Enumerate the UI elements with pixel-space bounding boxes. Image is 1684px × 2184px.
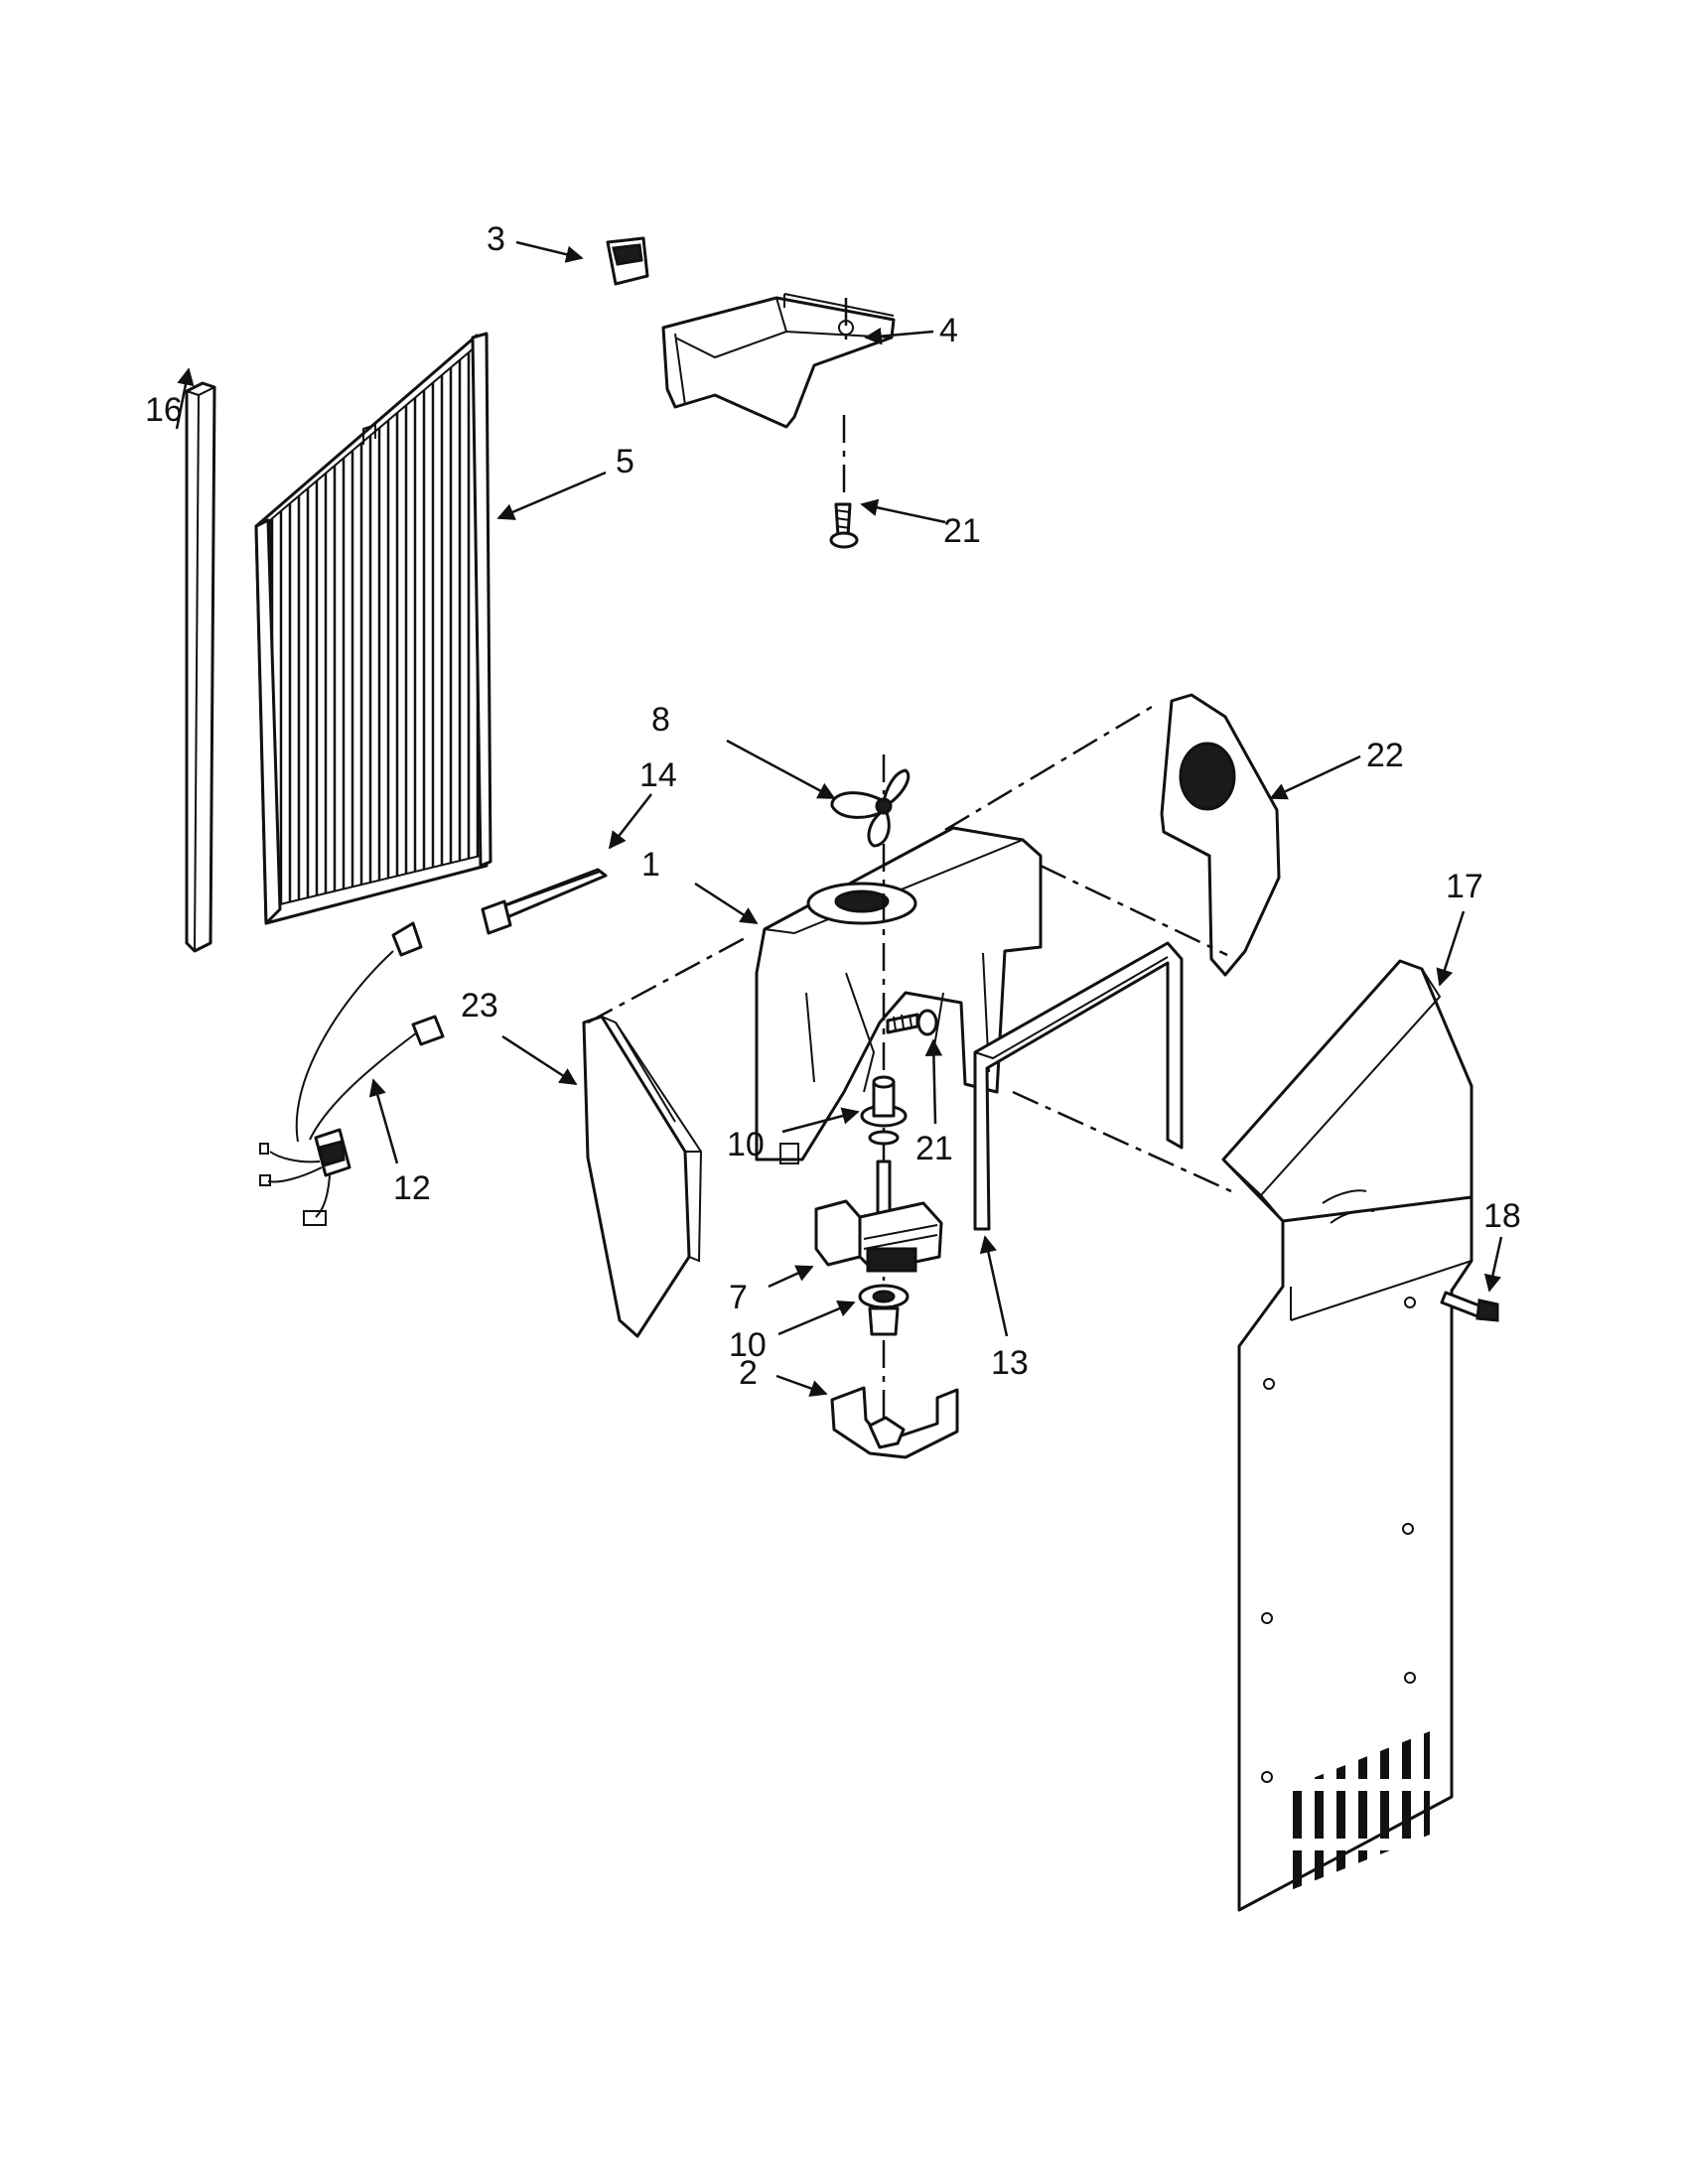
- callout-14: 14: [639, 756, 677, 794]
- part-5-condenser: [254, 332, 492, 925]
- callout-23: 23: [461, 987, 498, 1024]
- part-3-clip: [606, 236, 649, 286]
- part-23-baffle-left: [582, 1015, 703, 1338]
- part-2-motor-bracket: [830, 1386, 959, 1459]
- callout-12: 12: [393, 1169, 431, 1207]
- callout-22: 22: [1366, 737, 1404, 774]
- part-7-motor: [814, 1160, 943, 1273]
- callout-1: 1: [641, 846, 660, 884]
- assembly-lines: [587, 705, 1232, 1193]
- callout-8: 8: [651, 701, 670, 739]
- part-18-screw: [1440, 1291, 1499, 1322]
- callout-3: 3: [487, 220, 505, 258]
- part-16-strip: [185, 381, 216, 953]
- part-14-wire-tie: [481, 868, 608, 935]
- part-4-bracket: [661, 293, 896, 429]
- callout-18: 18: [1483, 1197, 1521, 1235]
- part-21-screw-top: [829, 502, 859, 549]
- part-22-baffle-right: [1160, 693, 1281, 977]
- part-10-grommet-upper: [860, 1075, 908, 1146]
- part-10-grommet-lower: [858, 1284, 910, 1336]
- callout-7: 7: [729, 1279, 748, 1316]
- callout-labels: 3 4 5 21 16 8 14 1 22 17 23 12 21 10 13 …: [145, 220, 1521, 1392]
- callout-2: 2: [739, 1354, 758, 1392]
- callout-21-middle: 21: [915, 1130, 953, 1167]
- part-17-rear-panel: [1221, 959, 1474, 1912]
- callout-10-upper: 10: [727, 1126, 765, 1163]
- callout-4: 4: [939, 312, 958, 349]
- callout-10-lower: 10: [729, 1326, 767, 1364]
- callout-5: 5: [616, 443, 634, 480]
- callout-16: 16: [145, 391, 183, 429]
- callout-13: 13: [991, 1344, 1029, 1382]
- part-21-screw-middle: [886, 1009, 938, 1036]
- leader-lines: [175, 240, 1503, 1397]
- part-13-gasket: [973, 941, 1184, 1231]
- part-8-fan-blade: [830, 768, 911, 848]
- part-1-fan-shroud: [755, 826, 1043, 1164]
- callout-21-top: 21: [943, 512, 981, 550]
- callout-17: 17: [1446, 868, 1483, 905]
- part-12-wire-harness: [259, 921, 445, 1226]
